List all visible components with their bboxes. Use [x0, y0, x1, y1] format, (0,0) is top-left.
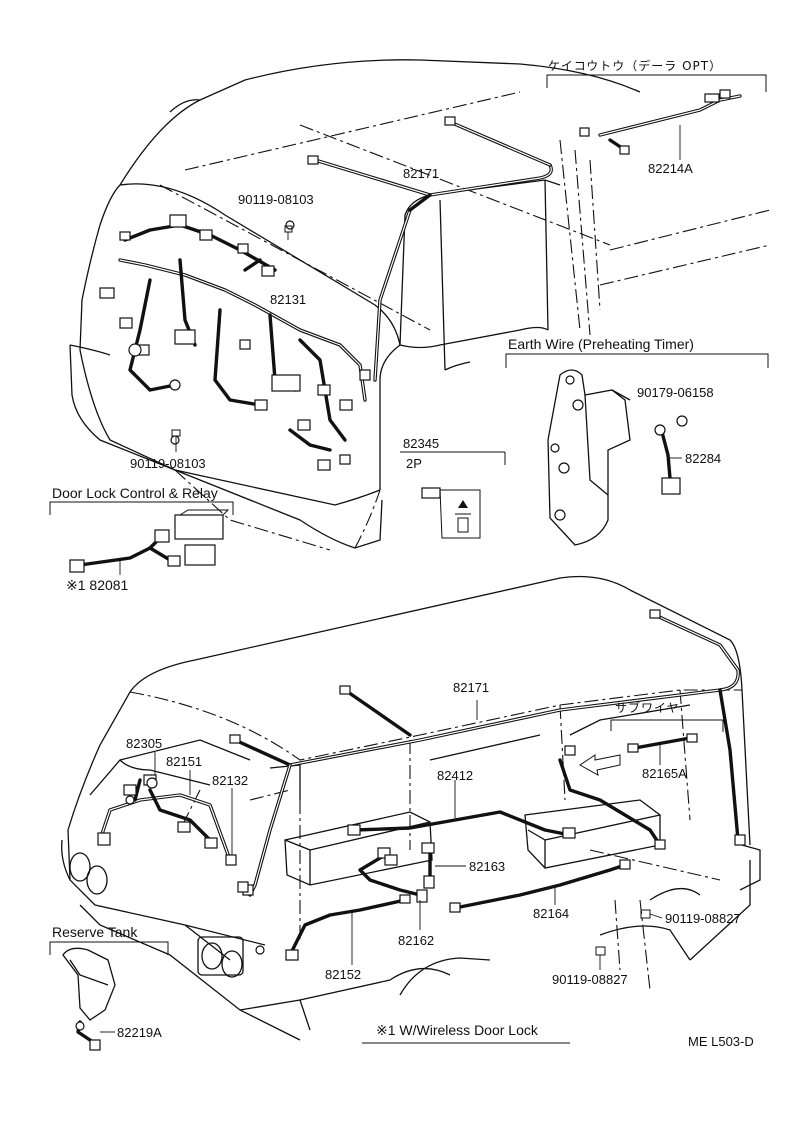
earth-wire-header: Earth Wire (Preheating Timer)	[508, 336, 694, 352]
label-82152: 82152	[325, 967, 362, 982]
opt-lamp-82214A	[546, 74, 767, 160]
sub-wire-header: サブワイヤ	[615, 701, 680, 715]
label-82345: 82345	[403, 436, 440, 451]
lower-leader-lines	[154, 700, 556, 965]
bolt-90119-08103-mid	[171, 429, 181, 452]
opt-lamp-header: ケイコウトウ（デーラ OPT）	[548, 59, 723, 73]
label-bolt-top: 90119-08103	[238, 192, 314, 207]
reserve-tank-82219A	[49, 941, 169, 1051]
lower-connectors	[97, 609, 746, 961]
connector-82345	[400, 451, 506, 539]
upper-vehicle-body	[69, 59, 771, 551]
label-82305: 82305	[126, 736, 163, 751]
label-82219A: 82219A	[117, 1025, 162, 1040]
label-82171-bottom: 82171	[453, 680, 490, 695]
bolts-90119-08827	[595, 909, 663, 970]
earth-wire-assembly	[505, 353, 769, 546]
label-82214A: 82214A	[648, 161, 693, 176]
lower-harness-82164	[453, 863, 627, 910]
label-bolt-mid: 90119-08103	[130, 456, 206, 471]
sub-wire-82165A	[610, 719, 724, 765]
lower-harness-82132	[98, 778, 232, 862]
lower-vehicle-body	[61, 575, 761, 1041]
door-lock-relay-82081	[49, 501, 234, 575]
label-82151: 82151	[166, 754, 203, 769]
label-bolt-right: 90119-08827	[665, 911, 741, 926]
door-lock-header: Door Lock Control & Relay	[52, 485, 218, 501]
lower-harness-82152	[288, 898, 407, 957]
label-82131: 82131	[270, 292, 307, 307]
label-82165A: 82165A	[642, 766, 687, 781]
label-82164: 82164	[533, 906, 570, 921]
reserve-tank-header: Reserve Tank	[52, 924, 138, 940]
label-82412: 82412	[437, 768, 474, 783]
figure-code: ME L503-D	[688, 1034, 754, 1049]
label-82132: 82132	[212, 773, 249, 788]
label-82171-top: 82171	[403, 166, 440, 181]
upper-connectors	[99, 116, 456, 471]
upper-harness-82171	[313, 120, 553, 382]
upper-harness-82131	[118, 223, 367, 452]
footnote-wireless-door-lock: ※1 W/Wireless Door Lock	[376, 1022, 538, 1038]
lower-harness-82412	[353, 758, 662, 897]
label-82163: 82163	[469, 859, 506, 874]
label-90179-06158: 90179-06158	[637, 385, 714, 400]
label-82345-2p: 2P	[406, 456, 422, 471]
label-82162: 82162	[398, 933, 435, 948]
label-82284: 82284	[685, 451, 722, 466]
label-82081: ※1 82081	[66, 577, 129, 593]
bolt-90119-08103-top	[284, 225, 293, 240]
label-bolt-right2: 90119-08827	[552, 972, 628, 987]
